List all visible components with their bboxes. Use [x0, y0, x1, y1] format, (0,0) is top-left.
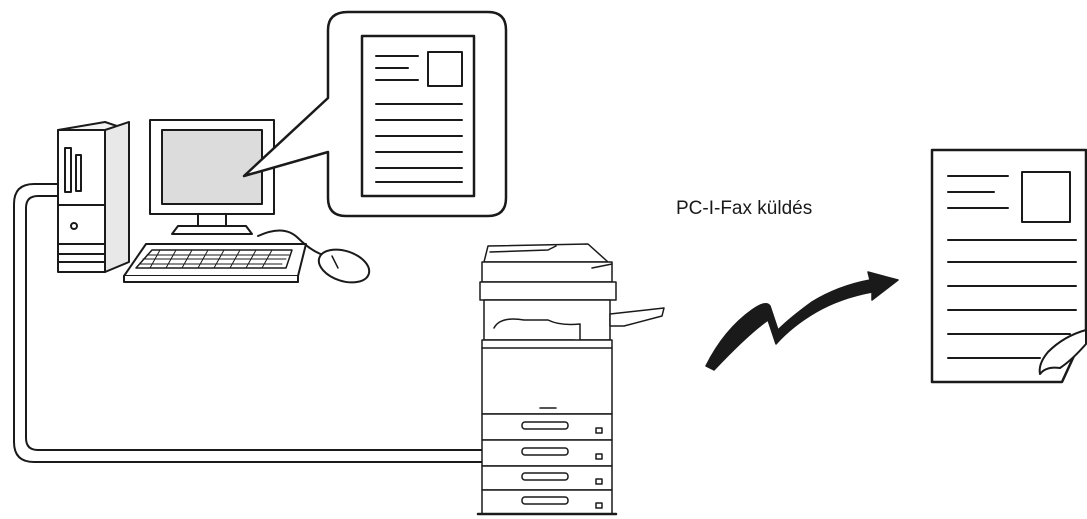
- pc-tower-icon: [58, 122, 129, 272]
- document-icon: [362, 36, 474, 196]
- monitor-icon: [150, 120, 274, 234]
- keyboard-icon: [124, 244, 306, 282]
- paper-document-icon: [932, 150, 1086, 382]
- diagram-caption: PC-I-Fax küldés: [676, 198, 812, 220]
- fax-transmission-arrow-icon: [706, 272, 898, 370]
- multifunction-printer-icon: [478, 244, 664, 514]
- monitor-document-bubble: [244, 12, 506, 216]
